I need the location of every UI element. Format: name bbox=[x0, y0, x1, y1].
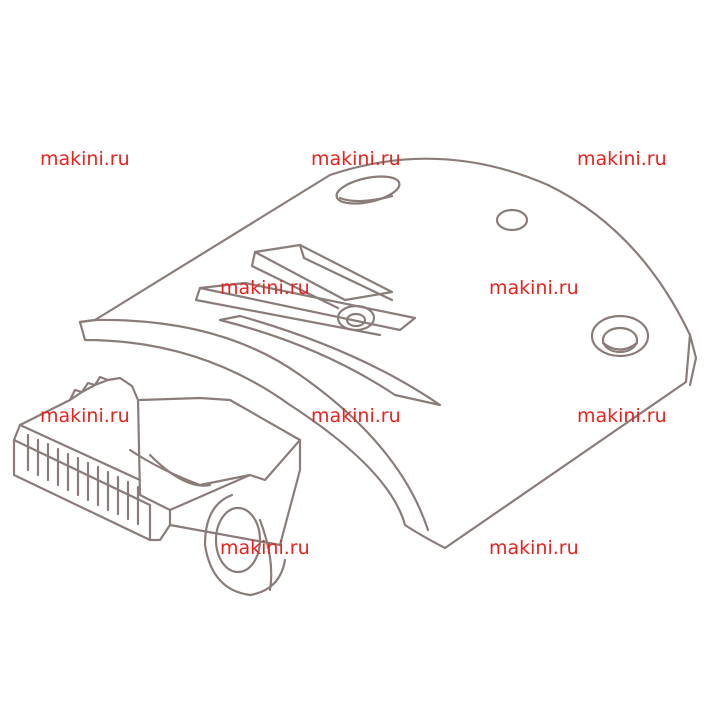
watermark-text: makini.ru bbox=[220, 277, 310, 299]
watermark-text: makini.ru bbox=[40, 405, 130, 427]
watermark-text: makini.ru bbox=[489, 277, 579, 299]
throat-plate bbox=[78, 157, 698, 550]
watermark-text: makini.ru bbox=[311, 148, 401, 170]
watermark-text: makini.ru bbox=[489, 537, 579, 559]
watermark-text: makini.ru bbox=[311, 405, 401, 427]
feed-dog bbox=[12, 375, 302, 597]
watermark-text: makini.ru bbox=[577, 405, 667, 427]
watermark-text: makini.ru bbox=[577, 148, 667, 170]
watermark-text: makini.ru bbox=[220, 537, 310, 559]
watermark-text: makini.ru bbox=[40, 148, 130, 170]
